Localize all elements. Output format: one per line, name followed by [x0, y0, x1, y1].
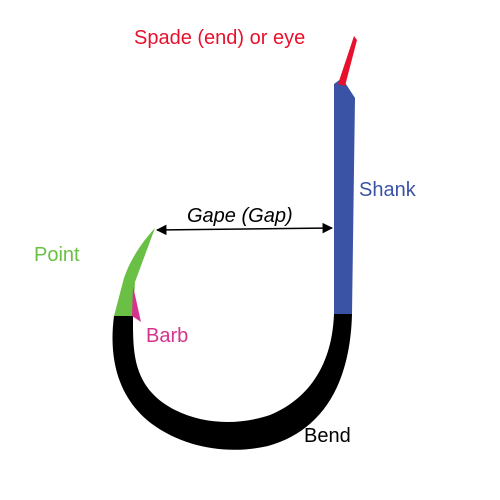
hook-spade — [338, 36, 357, 86]
gape-arrow — [155, 222, 334, 236]
gape-label: Gape (Gap) — [187, 205, 293, 227]
shank-label: Shank — [359, 179, 416, 201]
spade-label: Spade (end) or eye — [134, 27, 306, 49]
hook-bend — [112, 314, 353, 450]
hook-shank — [334, 78, 355, 314]
barb-label: Barb — [146, 325, 189, 347]
bend-label: Bend — [304, 425, 351, 447]
hook-point — [114, 228, 155, 316]
hook-barb — [132, 286, 141, 322]
point-label: Point — [34, 244, 80, 266]
